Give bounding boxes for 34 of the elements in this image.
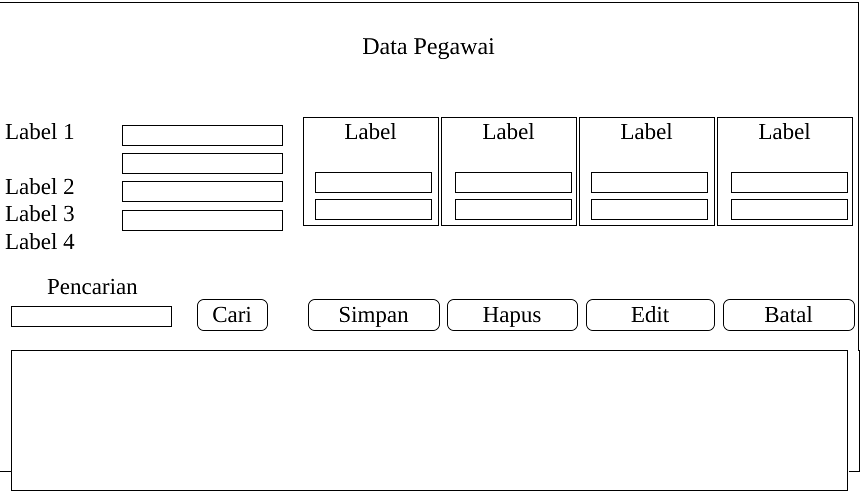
field-label: Label 1	[5, 119, 75, 145]
input-field	[731, 172, 848, 193]
field-label: Label 3	[5, 201, 75, 227]
input-field	[315, 172, 432, 193]
edit-button: Edit	[586, 298, 714, 330]
panel-label: Label	[344, 118, 397, 144]
input-field	[591, 199, 708, 220]
field-label: Label 2	[5, 174, 75, 200]
input-field	[455, 172, 572, 193]
panel-label: Label	[482, 118, 535, 144]
data-table	[11, 350, 848, 491]
input-field	[315, 199, 432, 220]
window-title: Data Pegawai	[362, 34, 495, 60]
form-panel	[716, 116, 852, 226]
delete-button: Hapus	[446, 298, 578, 330]
search-field	[10, 306, 172, 326]
field-label: Label 4	[5, 229, 75, 255]
input-field	[122, 152, 282, 174]
input-field	[122, 210, 282, 230]
cancel-button: Batal	[722, 298, 854, 330]
window-frame	[0, 2, 859, 351]
save-button: Simpan	[308, 298, 440, 330]
form-panel	[302, 116, 438, 226]
form-panel	[578, 116, 714, 226]
input-field	[731, 199, 848, 220]
input-field	[122, 124, 282, 146]
panel-label: Label	[620, 118, 673, 144]
panel-label: Label	[758, 118, 811, 144]
input-field	[122, 180, 282, 202]
form-panel	[440, 116, 576, 226]
search-button: Cari	[196, 298, 268, 330]
input-field	[455, 199, 572, 220]
search-label: Pencarian	[47, 274, 138, 300]
input-field	[591, 172, 708, 193]
